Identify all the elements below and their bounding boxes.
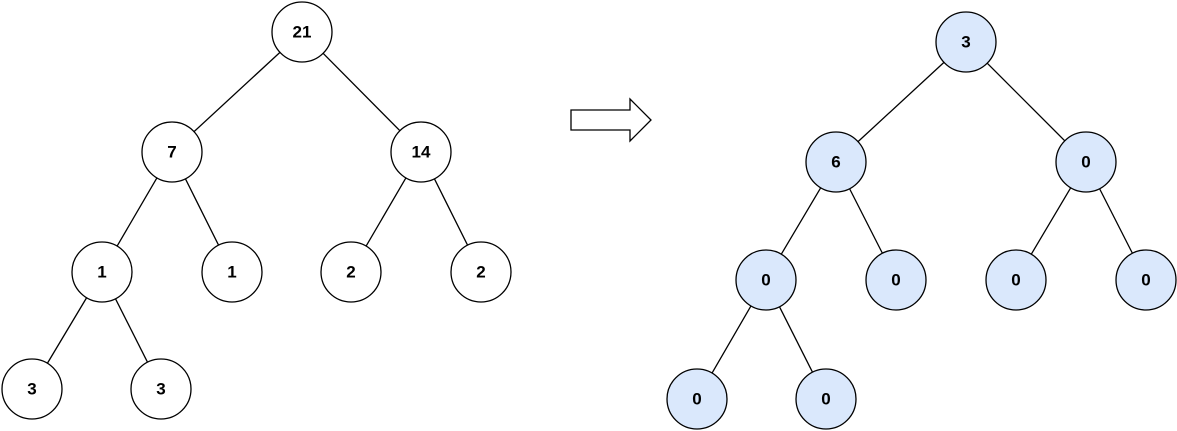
left-node-label: 1 — [97, 263, 106, 282]
right-arrow-icon — [570, 97, 652, 143]
right-edge-root-r — [986, 62, 1066, 142]
right-node-rr: 0 — [1115, 249, 1177, 311]
right-node-label: 0 — [821, 390, 830, 409]
left-node-lll: 3 — [1, 358, 63, 420]
right-node-circle — [935, 11, 997, 73]
right-node-label: 6 — [831, 153, 840, 172]
right-node-circle — [805, 131, 867, 193]
right-node-circle — [1115, 249, 1177, 311]
left-node-label: 3 — [27, 380, 36, 399]
left-node-llr: 3 — [130, 358, 192, 420]
right-edge-r-rl — [1030, 187, 1072, 255]
left-node-circle — [1, 358, 63, 420]
left-edge-l-ll — [116, 177, 158, 247]
left-edge-r-rl — [365, 177, 407, 247]
right-node-root: 3 — [935, 11, 997, 73]
left-node-l: 7 — [141, 121, 203, 183]
left-node-rr: 2 — [450, 241, 512, 303]
left-node-label: 2 — [346, 263, 355, 282]
right-node-r: 0 — [1055, 131, 1117, 193]
right-node-lr: 0 — [865, 249, 927, 311]
right-node-circle — [985, 249, 1047, 311]
right-edge-l-ll — [780, 187, 822, 255]
right-node-label: 0 — [891, 271, 900, 290]
right-node-circle — [865, 249, 927, 311]
left-node-label: 3 — [156, 380, 165, 399]
left-node-label: 2 — [476, 263, 485, 282]
left-node-rl: 2 — [320, 241, 382, 303]
left-tree: 21 7 14 1 1 2 2 3 3 — [1, 1, 512, 420]
left-node-circle — [271, 1, 333, 63]
left-node-ll: 1 — [71, 241, 133, 303]
right-node-circle — [666, 368, 728, 430]
right-node-circle — [1055, 131, 1117, 193]
left-node-r: 14 — [390, 121, 452, 183]
left-tree-edges — [46, 51, 469, 364]
left-node-circle — [320, 241, 382, 303]
left-node-circle — [141, 121, 203, 183]
left-node-label: 21 — [293, 23, 312, 42]
left-node-circle — [450, 241, 512, 303]
left-edge-r-rr — [433, 178, 469, 246]
right-tree-edges — [711, 61, 1133, 374]
right-edge-ll-lll — [711, 305, 752, 374]
right-node-label: 0 — [761, 271, 770, 290]
left-node-circle — [390, 121, 452, 183]
right-node-label: 3 — [961, 33, 970, 52]
left-node-label: 14 — [412, 143, 431, 162]
left-node-root: 21 — [271, 1, 333, 63]
left-node-label: 7 — [167, 143, 176, 162]
left-edge-ll-lll — [46, 297, 88, 364]
left-node-label: 1 — [227, 263, 236, 282]
left-edge-root-l — [193, 51, 281, 133]
right-edge-root-l — [857, 61, 945, 143]
right-node-ll: 0 — [735, 249, 797, 311]
left-edge-l-lr — [184, 178, 220, 246]
right-tree: 3 6 0 0 0 0 0 0 0 — [666, 11, 1177, 430]
right-node-lll: 0 — [666, 368, 728, 430]
left-node-circle — [130, 358, 192, 420]
right-node-label: 0 — [1011, 271, 1020, 290]
right-node-llr: 0 — [795, 368, 857, 430]
left-tree-nodes: 21 7 14 1 1 2 2 3 3 — [1, 1, 512, 420]
right-node-rl: 0 — [985, 249, 1047, 311]
right-node-label: 0 — [1081, 153, 1090, 172]
left-node-circle — [71, 241, 133, 303]
right-node-circle — [795, 368, 857, 430]
left-node-circle — [201, 241, 263, 303]
right-edge-l-lr — [849, 188, 883, 254]
right-node-label: 0 — [1141, 271, 1150, 290]
right-edge-r-rr — [1099, 188, 1133, 254]
right-tree-nodes: 3 6 0 0 0 0 0 0 0 — [666, 11, 1177, 430]
left-edge-root-r — [322, 52, 401, 132]
left-edge-ll-llr — [114, 298, 149, 363]
left-node-lr: 1 — [201, 241, 263, 303]
right-node-circle — [735, 249, 797, 311]
right-edge-ll-llr — [778, 306, 814, 373]
right-node-l: 6 — [805, 131, 867, 193]
right-node-label: 0 — [692, 390, 701, 409]
